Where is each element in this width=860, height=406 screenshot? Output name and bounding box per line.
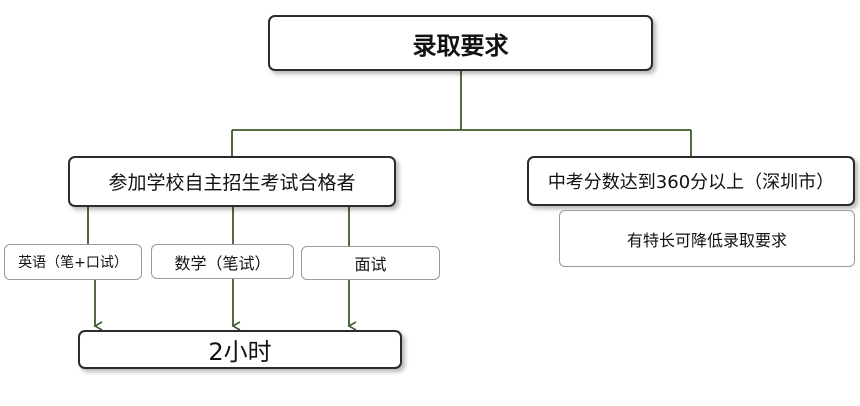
math-subject-label: 数学（笔试） [174, 253, 271, 273]
math-subject-node: 数学（笔试） [151, 244, 294, 279]
right-branch-node: 中考分数达到360分以上（深圳市） [527, 156, 855, 206]
left-branch-node: 参加学校自主招生考试合格者 [68, 156, 396, 207]
interview-subject-node: 面试 [301, 246, 440, 280]
left-branch-label: 参加学校自主招生考试合格者 [108, 172, 356, 194]
interview-subject-label: 面试 [354, 255, 387, 274]
right-note-label: 有特长可降低录取要求 [626, 230, 787, 250]
english-subject-label: 英语（笔+口试） [18, 255, 128, 271]
duration-node: 2小时 [78, 330, 402, 369]
duration-label: 2小时 [208, 338, 272, 366]
root-node: 录取要求 [268, 15, 653, 71]
english-subject-node: 英语（笔+口试） [4, 244, 142, 280]
right-note-node: 有特长可降低录取要求 [559, 210, 855, 267]
right-branch-label: 中考分数达到360分以上（深圳市） [547, 172, 835, 193]
root-node-label: 录取要求 [412, 31, 509, 60]
